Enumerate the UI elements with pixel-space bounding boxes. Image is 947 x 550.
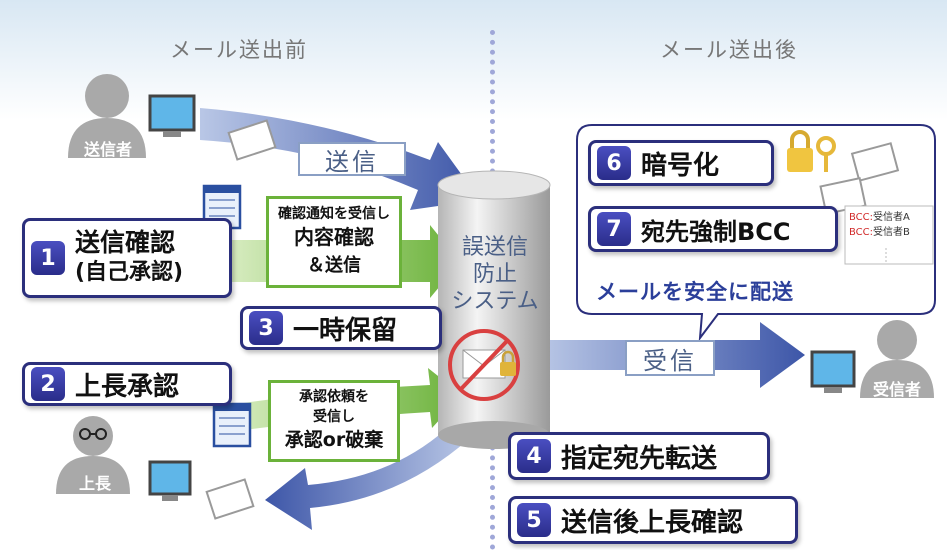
send-label: 送信 [298,142,406,176]
receiver-label: 受信者 [872,380,921,399]
right-background [492,0,947,120]
header-before: メール送出前 [170,38,308,62]
step-6-encryption: 6 暗号化 [588,140,774,186]
left-background [0,0,492,120]
receive-label: 受信 [625,340,715,376]
step-5-after-send-check: 5 送信後上長確認 [508,496,798,544]
bcc-note: BCC:受信者A BCC:受信者B [849,210,910,240]
step-1-label: 送信確認 [75,228,176,257]
notice-box-2: 承認依頼を 受信し 承認or破棄 [268,380,400,462]
bcc-line-2: BCC:受信者B [849,225,910,240]
step-5-label: 送信後上長確認 [561,507,744,538]
bcc-prefix-1: BCC: [849,212,874,223]
notice1-line1: 確認通知を受信し [278,206,390,222]
step-3-label: 一時保留 [293,315,398,346]
system-label: 誤送信 防止 システム [440,234,550,315]
boss-label: 上長 [78,474,111,493]
notice2-line3: 承認or破棄 [284,429,384,451]
step-1-sub: (自己承認) [75,260,184,285]
bcc-recipient-a: 受信者A [873,212,910,223]
step-3-temporary-hold: 3 一時保留 [240,306,442,350]
system-line-1: 誤送信 [461,235,528,260]
header-after: メール送出後 [660,38,798,62]
safe-delivery-text: メールを安全に配送 [596,280,794,304]
notice1-line2: 内容確認 [294,225,374,249]
system-line-3: システム [451,289,539,314]
bcc-prefix-2: BCC: [849,227,874,238]
step-5-number: 5 [517,503,551,537]
sender-label: 送信者 [83,140,132,159]
step-6-number: 6 [597,146,631,180]
step-4-number: 4 [517,439,551,473]
step-2-boss-approval: 2 上長承認 [22,362,232,406]
step-4-forward: 4 指定宛先転送 [508,432,770,480]
step-2-label: 上長承認 [75,371,180,402]
system-line-2: 防止 [472,262,517,287]
step-1-number: 1 [31,241,65,275]
step-4-label: 指定宛先転送 [561,443,718,474]
step-7-label: 宛先強制BCC [641,217,791,246]
notice2-line2: 受信し [313,409,355,425]
step-1-send-confirm: 1 送信確認 (自己承認) [22,218,232,298]
notice1-line3: ＆送信 [307,255,361,276]
notice-box-1: 確認通知を受信し 内容確認 ＆送信 [266,196,402,288]
notice2-line1: 承認依頼を [299,389,369,405]
step-1-text: 送信確認 (自己承認) [75,228,183,288]
step-7-number: 7 [597,212,631,246]
step-6-label: 暗号化 [641,150,720,181]
return-arrow [265,430,470,530]
step-2-number: 2 [31,367,65,401]
bcc-line-1: BCC:受信者A [849,210,910,225]
bcc-recipient-b: 受信者B [873,227,910,238]
step-7-forced-bcc: 7 宛先強制BCC [588,206,838,252]
step-3-number: 3 [249,311,283,345]
